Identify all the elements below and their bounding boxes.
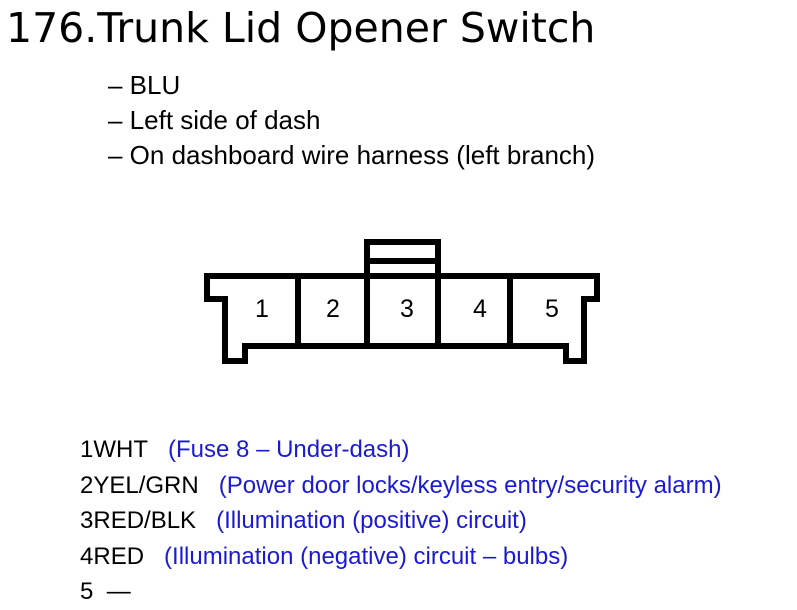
wire-color: — <box>106 578 131 605</box>
cavity-label: 5 <box>545 295 559 323</box>
pin-description: (Power door locks/keyless entry/security… <box>218 471 722 499</box>
pin-number: 1 <box>80 436 94 463</box>
connector-housing <box>204 273 600 364</box>
pin-row: 1WHT (Fuse 8 – Under-dash) <box>80 432 722 468</box>
pin-row: 3RED/BLK (Illumination (positive) circui… <box>80 503 722 539</box>
cavity-label: 1 <box>255 295 269 323</box>
pin-number: 3 <box>80 507 94 534</box>
cavity-label: 4 <box>473 295 487 323</box>
pin-number: 2 <box>80 471 94 499</box>
title-text: Trunk Lid Opener Switch <box>97 4 596 52</box>
connector-info-list: – BLU – Left side of dash – On dashboard… <box>108 68 595 173</box>
connector-color: – BLU <box>108 70 181 100</box>
cavity-label: 2 <box>326 295 340 323</box>
cavity-label: 3 <box>400 295 414 323</box>
pin-row: 2YEL/GRN (Power door locks/keyless entry… <box>80 468 722 504</box>
wire-color: YEL/GRN <box>93 471 199 499</box>
wire-color: RED <box>93 542 145 570</box>
pinout-list: 1WHT (Fuse 8 – Under-dash) 2YEL/GRN (Pow… <box>80 432 722 610</box>
wire-color: WHT <box>93 436 149 463</box>
wire-color: RED/BLK <box>93 507 197 534</box>
pin-number: 5 <box>80 578 94 605</box>
section-number: 176. <box>6 4 98 52</box>
pin-number: 4 <box>80 542 94 570</box>
pin-description: (Fuse 8 – Under-dash) <box>168 436 410 463</box>
pin-row: 4RED (Illumination (negative) circuit – … <box>80 539 722 575</box>
page-title: 176.Trunk Lid Opener Switch <box>6 2 595 54</box>
connector-harness: – On dashboard wire harness (left branch… <box>108 140 596 170</box>
connector-location: – Left side of dash <box>108 105 321 135</box>
pin-row: 5 — <box>80 574 722 610</box>
pin-description: (Illumination (negative) circuit – bulbs… <box>164 542 569 570</box>
pin-description: (Illumination (positive) circuit) <box>216 507 527 534</box>
